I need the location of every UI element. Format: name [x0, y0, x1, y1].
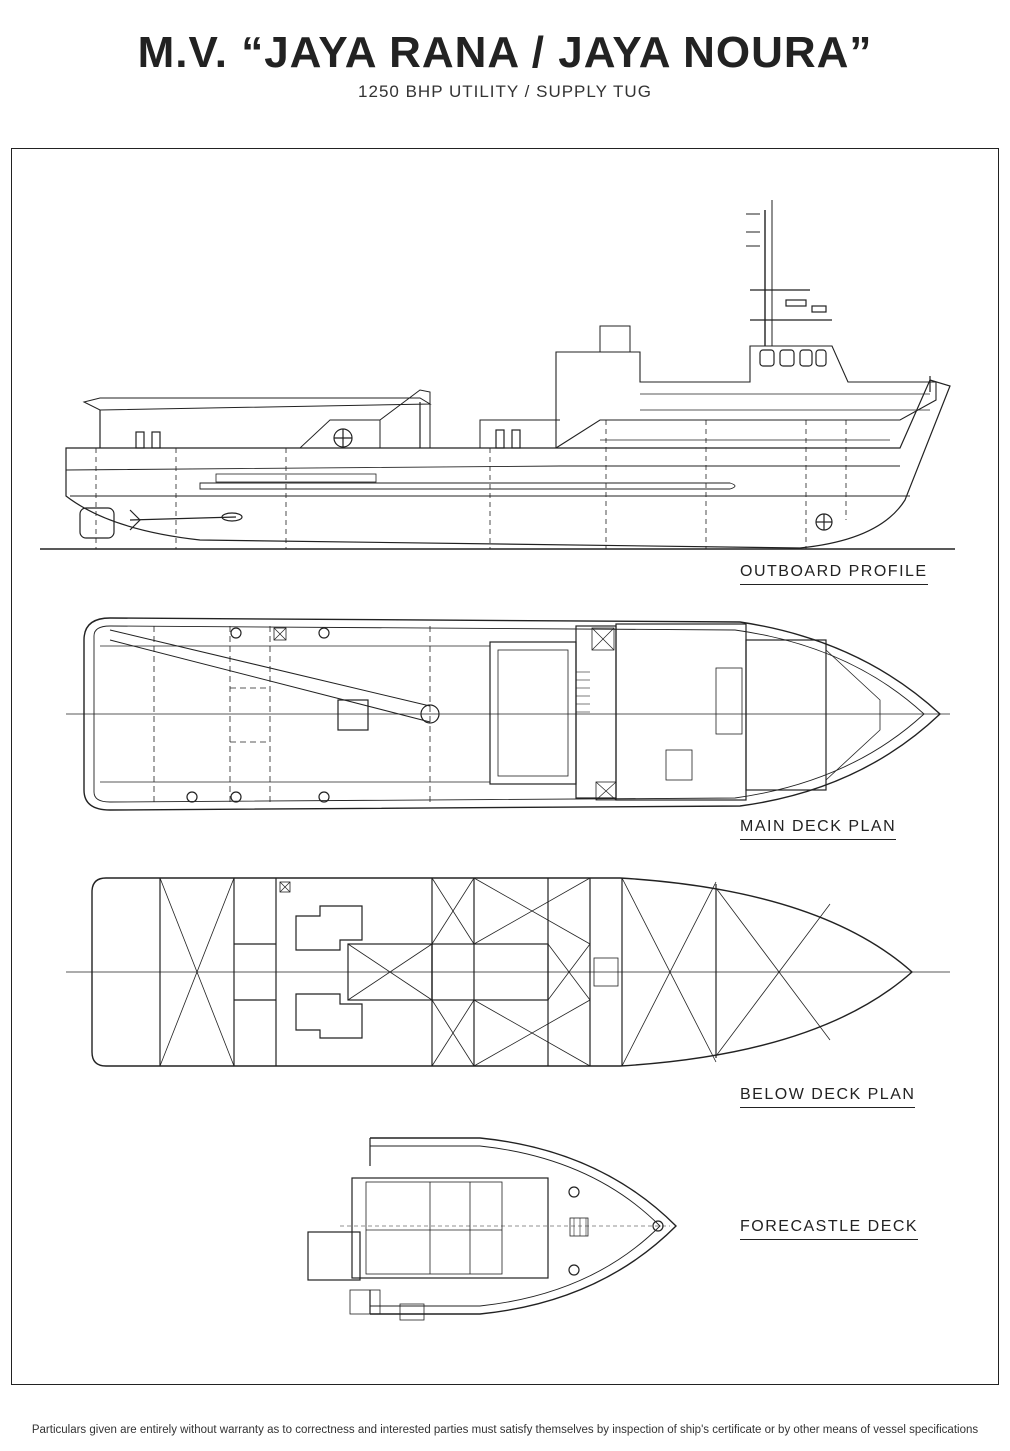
drawing-frame [11, 148, 999, 1385]
disclaimer-text: Particulars given are entirely without w… [31, 1424, 979, 1436]
outboard-profile-label: OUTBOARD PROFILE [740, 563, 928, 585]
forecastle-deck-label: FORECASTLE DECK [740, 1218, 919, 1240]
below-deck-plan-label: BELOW DECK PLAN [740, 1086, 916, 1108]
page-title: M.V. “JAYA RANA / JAYA NOURA” [137, 28, 873, 77]
below-deck-plan-drawing [66, 877, 950, 1067]
main-deck-plan-drawing [66, 617, 950, 811]
forecastle-deck-drawing [307, 1137, 677, 1321]
outboard-profile-drawing [40, 200, 955, 550]
page-subtitle: 1250 BHP UTILITY / SUPPLY TUG [358, 82, 652, 101]
main-deck-plan-label: MAIN DECK PLAN [740, 818, 897, 840]
